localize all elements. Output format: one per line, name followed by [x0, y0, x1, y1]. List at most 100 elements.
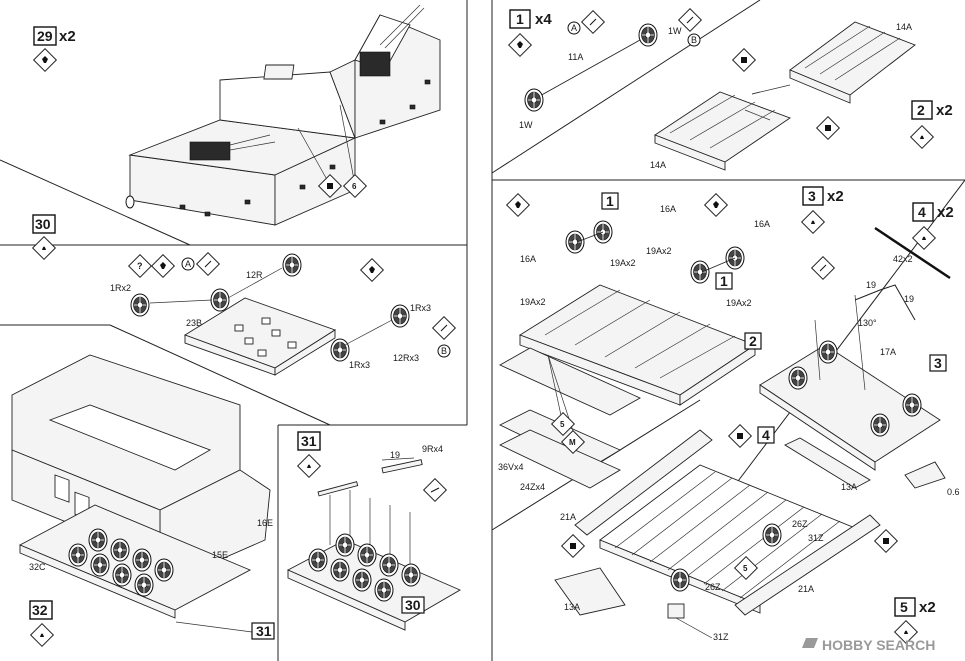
part-14A-top: 14A [896, 22, 912, 32]
cut-icon [423, 478, 447, 502]
box-ref-31-label: 31 [256, 623, 272, 639]
box-ref-1b [715, 272, 733, 290]
part-1Rx2: 1Rx2 [110, 283, 131, 293]
dim-19-a: 19 [866, 280, 876, 290]
svg-text:6: 6 [352, 182, 357, 191]
wheel-c [690, 260, 710, 284]
ref-b-label: B [441, 346, 447, 356]
step-31-number-box [297, 431, 321, 451]
question-icon: ? [128, 254, 152, 278]
glue-icon [32, 236, 56, 260]
part-1W: 1W [519, 120, 533, 130]
part-1Rx3: 1Rx3 [410, 303, 431, 313]
part-16E: 16E [257, 518, 273, 528]
box-ref-30-label: 30 [405, 597, 421, 613]
wheel-top [282, 253, 302, 277]
glue-icon-b [816, 116, 840, 140]
glue-icon-c [151, 254, 175, 278]
part-21A-l: 21A [560, 512, 576, 522]
step-5-number-box [894, 597, 916, 617]
frame-14A-top-drawing [789, 21, 916, 104]
step-4-qty: x2 [937, 204, 954, 221]
file-icon [811, 256, 835, 280]
part-31Z-b: 31Z [713, 632, 729, 642]
step-31-number: 31 [301, 433, 317, 449]
door-latches [179, 79, 431, 217]
step-2-qty: x2 [936, 102, 953, 119]
bogie-chassis-drawing [286, 481, 461, 631]
aa-gun-front-drawing [189, 134, 276, 161]
box-ref-4-label: 4 [762, 427, 770, 443]
chassis-frame-23B [183, 297, 337, 376]
step-30-number: 30 [35, 216, 51, 232]
part-17A: 17A [880, 347, 896, 357]
glue-icon [506, 193, 530, 217]
part-32C: 32C [29, 562, 46, 572]
aa-gun-rear-drawing [359, 4, 425, 77]
glue-icon [912, 226, 936, 250]
step-30-number-box [32, 214, 56, 234]
box-ref-31 [251, 622, 275, 640]
step-3-number: 3 [808, 188, 816, 204]
wheel-left [130, 293, 150, 317]
part-13A-l: 13A [564, 602, 580, 612]
ref-a2-label: A [571, 23, 577, 33]
wheel-1W [524, 88, 544, 112]
watermark-text: HOBBY SEARCH [822, 637, 935, 653]
railcar-shell-drawing [11, 354, 271, 576]
svg-text:?: ? [137, 261, 143, 271]
ref-circle-a2 [567, 21, 581, 35]
step-31: 31 19 9Rx4 30 [286, 431, 461, 631]
box-ref-3-label: 3 [934, 355, 942, 371]
part-19Ax2-c: 19Ax2 [520, 297, 546, 307]
part-15E: 15E [212, 550, 228, 560]
step-3-number-box [802, 186, 824, 206]
wheel-a [565, 230, 585, 254]
svg-text:5: 5 [743, 564, 748, 573]
step-2-number-box [911, 100, 933, 120]
svg-text:5: 5 [560, 420, 565, 429]
part-26Z-b: 26Z [705, 582, 721, 592]
lower-chassis-drawing [18, 504, 252, 619]
wheel-right [390, 304, 410, 328]
ref-circle-a [181, 257, 195, 271]
wheel-bottom [330, 338, 350, 362]
step-29: 29 x2 [33, 4, 441, 226]
part-13A-r: 13A [841, 482, 857, 492]
part-36Vx4: 36Vx4 [498, 462, 524, 472]
part-26Z-a: 26Z [792, 519, 808, 529]
part-12Rx3: 12Rx3 [393, 353, 419, 363]
part-1Rx3-b: 1Rx3 [349, 360, 370, 370]
file-icon-b [432, 316, 456, 340]
step-29-number-box [33, 26, 57, 46]
glue-icon-b [704, 193, 728, 217]
glue-icon [30, 623, 54, 647]
ref-circle-b2 [687, 33, 701, 47]
step-30: 30 ? A 1Rx2 12R 23B 1Rx3 12Rx3 1Rx3 [32, 214, 456, 376]
step-32-number: 32 [32, 602, 48, 618]
angle-130: 130° [858, 318, 877, 328]
part-31Z-a: 31Z [808, 533, 824, 543]
step-5: 4 13A 21A 26Z 31Z 5 13A 26Z 21A 31 [554, 424, 936, 644]
decal-icon-b: M [561, 430, 585, 454]
glue-icon-d [894, 620, 918, 644]
part-19Ax2-a: 19Ax2 [610, 258, 636, 268]
watermark: HOBBY SEARCH [802, 637, 935, 653]
file-icon [581, 10, 605, 34]
box-ref-3 [929, 354, 947, 372]
step-2-number: 2 [917, 102, 925, 118]
glue-icon-d [360, 258, 384, 282]
step-1-qty: x4 [535, 11, 552, 28]
part-42x2: 42x2 [893, 254, 913, 264]
step-5-number: 5 [900, 599, 908, 615]
part-9Rx4: 9Rx4 [422, 444, 443, 454]
glue-icon-c [874, 529, 898, 553]
step-1: 1 x4 A 1W B 11A 1W [508, 8, 702, 130]
step-32: 31 16E 15E 32C 32 [11, 354, 275, 647]
glue-icon [297, 454, 321, 478]
side-rails-drawing [498, 347, 641, 489]
step-1-number-box [509, 9, 531, 29]
wheel-mid [210, 288, 230, 312]
watermark-logo-icon [802, 638, 818, 648]
